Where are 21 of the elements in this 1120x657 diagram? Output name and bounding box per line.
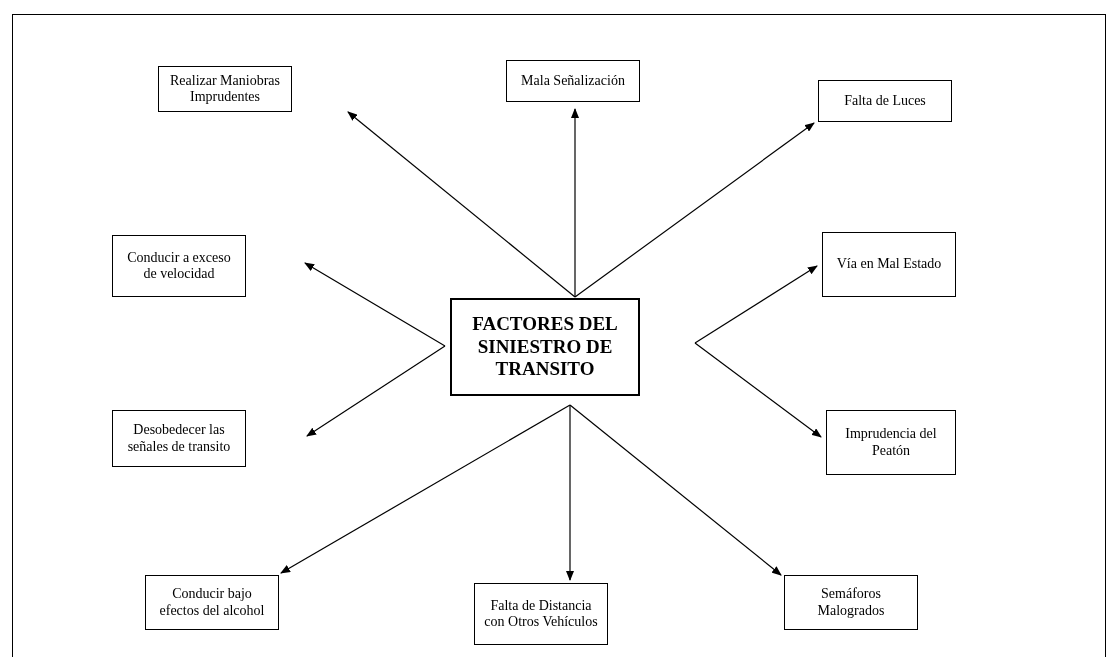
arrow bbox=[347, 111, 576, 298]
arrow bbox=[694, 265, 818, 344]
factor-box: Vía en Mal Estado bbox=[822, 232, 956, 297]
arrow bbox=[306, 345, 446, 437]
factor-box: Semáforos Malogrados bbox=[784, 575, 918, 630]
factor-box: Desobedecer las señales de transito bbox=[112, 410, 246, 467]
factor-box: Falta de Luces bbox=[818, 80, 952, 122]
factor-box: Imprudencia del Peatón bbox=[826, 410, 956, 475]
factor-box: Realizar Maniobras Imprudentes bbox=[158, 66, 292, 112]
arrow bbox=[569, 404, 782, 576]
arrow bbox=[571, 108, 579, 298]
arrow bbox=[566, 404, 574, 581]
factor-box: Conducir bajo efectos del alcohol bbox=[145, 575, 279, 630]
arrow bbox=[304, 262, 446, 347]
central-box: FACTORES DEL SINIESTRO DE TRANSITO bbox=[450, 298, 640, 396]
factor-box: Mala Señalización bbox=[506, 60, 640, 102]
arrow bbox=[694, 342, 822, 438]
arrow bbox=[574, 122, 815, 298]
factor-box: Conducir a exceso de velocidad bbox=[112, 235, 246, 297]
factor-box: Falta de Distancia con Otros Vehículos bbox=[474, 583, 608, 645]
arrow bbox=[280, 404, 571, 574]
